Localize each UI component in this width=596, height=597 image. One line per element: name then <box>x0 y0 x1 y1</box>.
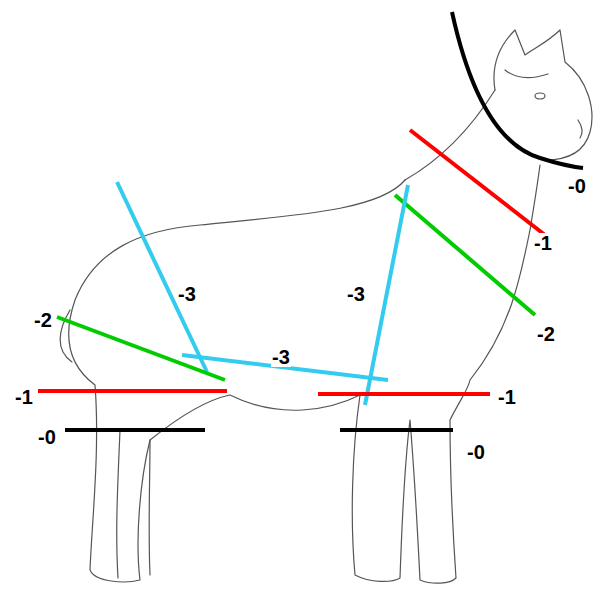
score-label: -3 <box>177 284 197 304</box>
score-label: -3 <box>346 284 366 304</box>
score-label: -0 <box>37 427 57 447</box>
score-label: -1 <box>497 387 517 407</box>
score-label: -3 <box>271 347 291 367</box>
score-label: -0 <box>466 442 486 462</box>
score-label: -0 <box>567 176 587 196</box>
score-label: -2 <box>536 324 556 344</box>
score-label: -1 <box>14 387 34 407</box>
score-label: -2 <box>33 310 53 330</box>
score-label: -1 <box>533 233 553 253</box>
